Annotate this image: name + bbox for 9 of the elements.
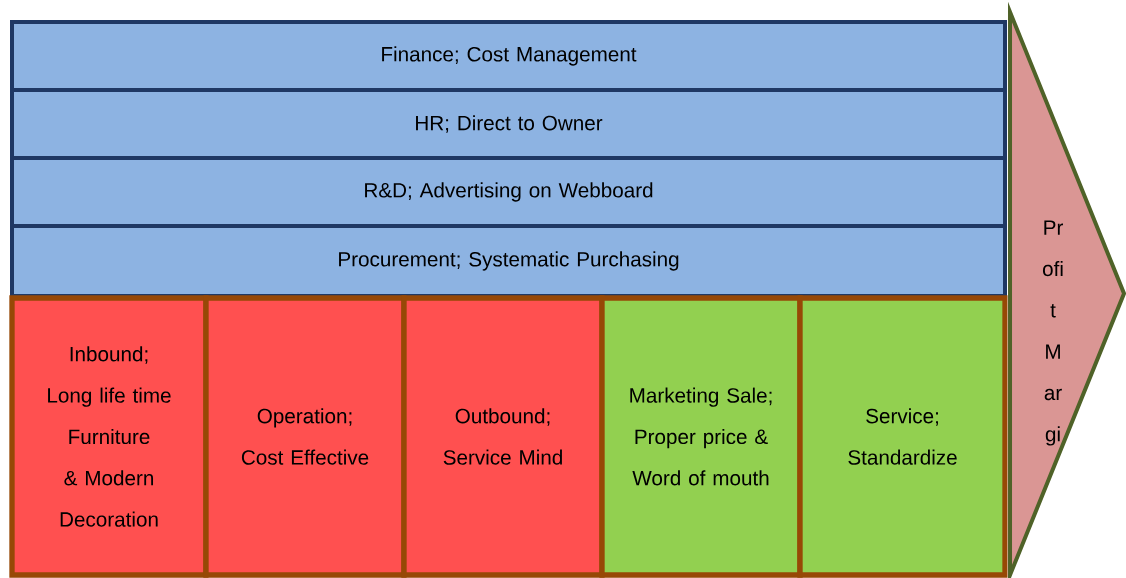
support-activity-bar: HR; Direct to Owner [10, 88, 1007, 160]
primary-activity-box: Inbound; Long life time Furniture & Modern Decoration [9, 295, 209, 578]
primary-activity-box: Operation; Cost Effective [203, 295, 407, 578]
primary-activity-box: Marketing Sale; Proper price & Word of mouth [599, 295, 803, 578]
primary-activity-box: Service; Standardize [797, 295, 1008, 578]
support-activity-bar: R&D; Advertising on Webboard [10, 156, 1007, 228]
support-activity-bar: Procurement; Systematic Purchasing [10, 224, 1007, 298]
primary-activity-box: Outbound; Service Mind [401, 295, 605, 578]
support-activity-bar: Finance; Cost Management [10, 20, 1007, 92]
